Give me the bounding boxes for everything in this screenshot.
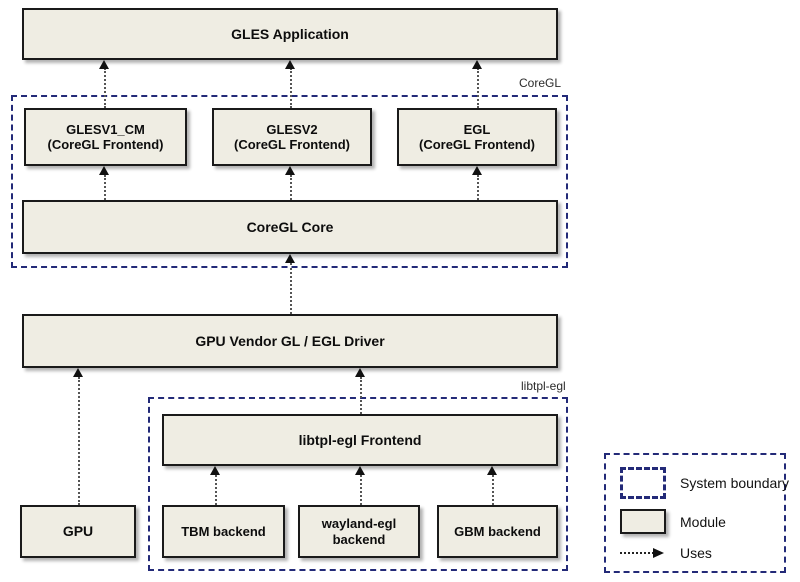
legend-label-module: Module bbox=[680, 513, 726, 530]
arrow-head-coregl-core-to-glesv2 bbox=[285, 166, 295, 175]
arrow-head-egl-to-gles-application bbox=[472, 60, 482, 69]
arrow-head-gpu-vendor-driver-to-coregl-core bbox=[285, 254, 295, 263]
arrow-tbm-backend-to-libtpl-egl-frontend bbox=[215, 475, 217, 505]
arrow-head-glesv1-cm-to-gles-application bbox=[99, 60, 109, 69]
arrow-head-tbm-backend-to-libtpl-egl-frontend bbox=[210, 466, 220, 475]
arrow-glesv1-cm-to-gles-application bbox=[104, 68, 106, 108]
legend-swatch-system-boundary bbox=[620, 467, 666, 499]
module-gpu[interactable]: GPU bbox=[20, 505, 136, 558]
arrow-head-gpu-to-gpu-vendor-driver bbox=[73, 368, 83, 377]
legend-uses-arrow-head bbox=[653, 548, 664, 558]
module-coregl-core[interactable]: CoreGL Core bbox=[22, 200, 558, 254]
arrow-head-gbm-backend-to-libtpl-egl-frontend bbox=[487, 466, 497, 475]
module-egl[interactable]: EGL (CoreGL Frontend) bbox=[397, 108, 557, 166]
arrow-head-coregl-core-to-egl bbox=[472, 166, 482, 175]
legend-row-system-boundary: System boundary bbox=[620, 467, 789, 499]
arrow-gpu-vendor-driver-to-coregl-core bbox=[290, 263, 292, 314]
arrow-coregl-core-to-egl bbox=[477, 175, 479, 200]
arrow-head-glesv2-to-gles-application bbox=[285, 60, 295, 69]
module-glesv2[interactable]: GLESV2 (CoreGL Frontend) bbox=[212, 108, 372, 166]
module-gbm-backend[interactable]: GBM backend bbox=[437, 505, 558, 558]
module-wayland-egl-backend[interactable]: wayland-egl backend bbox=[298, 505, 420, 558]
legend-label-uses: Uses bbox=[680, 545, 712, 561]
arrow-head-coregl-core-to-glesv1-cm bbox=[99, 166, 109, 175]
system-boundary-libtpl-egl bbox=[148, 397, 568, 571]
arrow-coregl-core-to-glesv1-cm bbox=[104, 175, 106, 200]
module-glesv1-cm[interactable]: GLESV1_CM (CoreGL Frontend) bbox=[24, 108, 187, 166]
module-tbm-backend[interactable]: TBM backend bbox=[162, 505, 285, 558]
arrow-gpu-to-gpu-vendor-driver bbox=[78, 377, 80, 505]
arrow-libtpl-egl-frontend-to-gpu-vendor-driver bbox=[360, 377, 362, 414]
module-gles-application[interactable]: GLES Application bbox=[22, 8, 558, 60]
arrow-gbm-backend-to-libtpl-egl-frontend bbox=[492, 475, 494, 505]
arrow-head-libtpl-egl-frontend-to-gpu-vendor-driver bbox=[355, 368, 365, 377]
legend-swatch-uses-arrow bbox=[620, 548, 666, 558]
module-gpu-vendor-driver[interactable]: GPU Vendor GL / EGL Driver bbox=[22, 314, 558, 368]
arrow-glesv2-to-gles-application bbox=[290, 68, 292, 108]
legend-row-uses: Uses bbox=[620, 545, 712, 561]
legend-label-system-boundary: System boundary bbox=[680, 475, 789, 491]
legend-uses-line bbox=[620, 552, 654, 554]
system-boundary-coregl-label: CoreGL bbox=[519, 76, 562, 90]
legend-row-module: Module bbox=[620, 509, 726, 534]
arrow-wayland-egl-backend-to-libtpl-egl-frontend bbox=[360, 475, 362, 505]
legend: System boundary Module Uses bbox=[604, 453, 789, 573]
system-boundary-libtpl-egl-label: libtpl-egl bbox=[521, 379, 566, 393]
system-boundary-coregl bbox=[11, 95, 568, 268]
arrow-egl-to-gles-application bbox=[477, 68, 479, 108]
arrow-coregl-core-to-glesv2 bbox=[290, 175, 292, 200]
module-libtpl-egl-frontend[interactable]: libtpl-egl Frontend bbox=[162, 414, 558, 466]
legend-swatch-module bbox=[620, 509, 666, 534]
arrow-head-wayland-egl-backend-to-libtpl-egl-frontend bbox=[355, 466, 365, 475]
